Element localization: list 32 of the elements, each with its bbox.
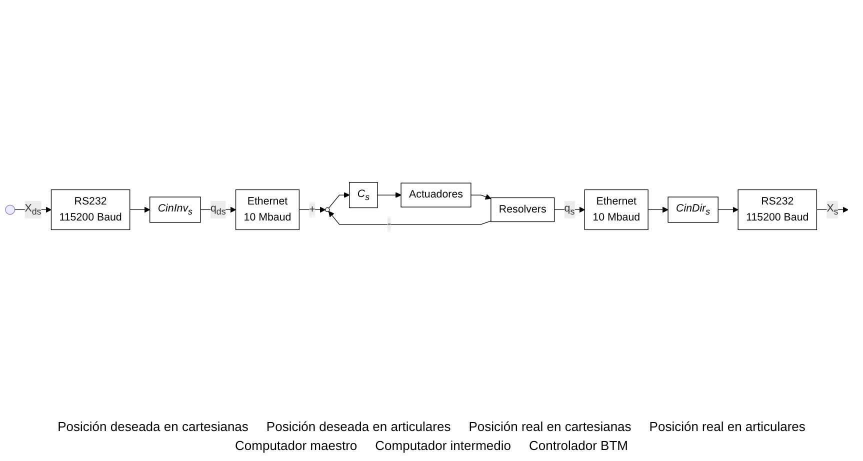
edge-label: -: [387, 218, 392, 230]
note-text: Posición deseada en articulares: [266, 419, 451, 434]
node-box: Ethernet 10 Mbaud: [235, 190, 300, 230]
edge-label: q$_{s}$: [564, 203, 575, 217]
arrow: [328, 192, 350, 209]
note-text: Controlador BTM: [529, 438, 628, 453]
note-text: Posición real en cartesianas: [468, 419, 632, 434]
arrow: [130, 206, 150, 213]
arrow: [377, 192, 402, 198]
node-box: Actuadores: [400, 182, 472, 208]
note-text: Computador maestro: [235, 438, 358, 453]
node-box: Resolvers: [490, 198, 555, 222]
edge-label: +: [309, 204, 316, 216]
node-box: CinInv$_{s}$: [150, 196, 201, 223]
node-box: C$_{s}$: [349, 182, 378, 208]
node-circle: [325, 208, 330, 212]
note-text: Posición real en articulares: [649, 419, 806, 434]
node-box: RS232 115200 Baud: [50, 190, 130, 230]
arrow: [718, 206, 738, 213]
edge-label: q$_{ds}$: [210, 203, 226, 217]
arrow: [470, 194, 492, 200]
node-box: Ethernet 10 Mbaud: [584, 190, 648, 230]
node-circle: [5, 204, 16, 215]
edge-label: X$_{s}$: [826, 203, 838, 217]
edge-label: X$_{ds}$: [24, 203, 42, 217]
node-box: RS232 115200 Baud: [738, 190, 818, 230]
arrow: [648, 206, 668, 213]
arrow: [298, 206, 326, 213]
note-text: Posición deseada en cartesianas: [58, 419, 248, 434]
node-box: CinDir$_{s}$: [668, 196, 718, 223]
arrow: [328, 211, 492, 225]
note-text: Computador intermedio: [375, 438, 511, 453]
